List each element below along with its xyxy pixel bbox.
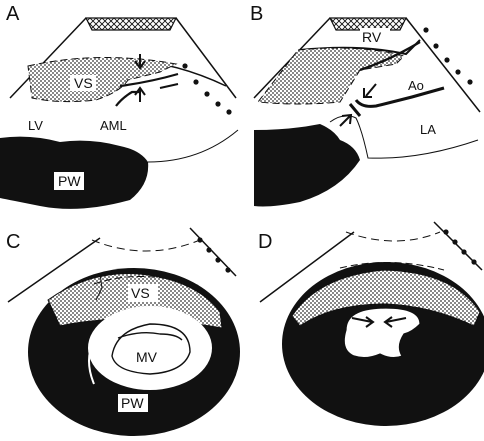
panel-c-scale-dot — [206, 247, 211, 252]
panel-a-aml-label: AML — [100, 118, 127, 133]
panel-b-posterior-wall — [254, 124, 360, 207]
panel-b-down-arrow-icon — [364, 84, 376, 97]
panel-c-pw-label: PW — [121, 395, 144, 411]
panel-a-transducer — [86, 18, 176, 30]
panel-d-letter: D — [258, 231, 272, 253]
panel-b-scale-dot — [423, 27, 428, 32]
panel-a-scale-dot — [215, 101, 220, 106]
panel-c-vs-label: VS — [131, 285, 150, 301]
panel-a-leaflet-segment — [160, 84, 178, 88]
panel-a-up-arrow-icon — [135, 88, 145, 102]
panel-d-scale-dot — [443, 229, 448, 234]
panel-c-letter: C — [6, 231, 20, 253]
panel-c-mv-label: MV — [136, 349, 158, 365]
panel-c-rv-dashed-boundary — [92, 240, 200, 251]
panel-c-scale-dot — [215, 257, 220, 262]
panel-a-scale-dot — [193, 79, 198, 84]
panel-c-scale-dot — [197, 237, 202, 242]
panel-b-rv-label: RV — [362, 29, 382, 45]
panel-c-scale-dot — [225, 267, 230, 272]
panel-d-scale-dot — [461, 249, 466, 254]
panel-b: B RV Ao LA — [250, 3, 480, 207]
panel-a: A VS LV AML PW — [0, 3, 238, 209]
panel-a-vs-label: VS — [74, 75, 93, 91]
panel-b-la-label: LA — [420, 122, 436, 137]
panel-b-scale-dot — [433, 43, 438, 48]
panel-b-ventricular-septum — [258, 48, 404, 104]
panel-b-letter: B — [250, 3, 263, 25]
panel-a-lower-boundary — [148, 130, 238, 162]
panel-d-scale-dot — [452, 239, 457, 244]
panel-a-scale-dot — [226, 109, 231, 114]
panel-b-scale-dot — [455, 69, 460, 74]
panel-d: D — [258, 222, 484, 426]
panel-a-pw-label: PW — [58, 173, 81, 189]
panel-a-lv-label: LV — [28, 118, 43, 133]
panel-a-scale-dot — [204, 91, 209, 96]
panel-b-scale-dot — [444, 57, 449, 62]
panel-b-sector-right-edge — [406, 18, 480, 112]
panel-b-ao-label: Ao — [408, 78, 424, 93]
panel-a-sector-right-edge — [176, 18, 236, 98]
panel-c: C VS MV PW — [6, 228, 240, 436]
panel-d-rv-dashed-boundary — [346, 232, 440, 241]
panel-b-scale-dot — [467, 79, 472, 84]
panel-a-scale-dot — [182, 63, 187, 68]
panel-a-letter: A — [6, 3, 20, 25]
panel-d-scale-dot — [471, 259, 476, 264]
